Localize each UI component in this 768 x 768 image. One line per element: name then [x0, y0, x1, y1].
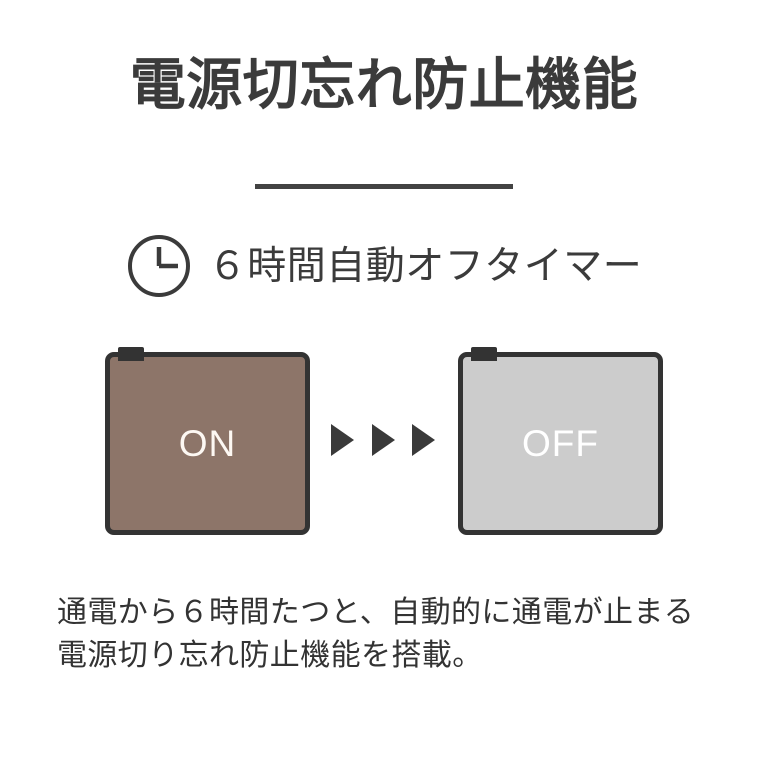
page-title: 電源切忘れ防止機能 — [129, 53, 639, 116]
power-tab-icon — [118, 347, 144, 361]
title-divider — [255, 184, 513, 189]
clock-icon — [127, 235, 190, 297]
device-box-on: ON — [105, 347, 310, 535]
description-line-1: 通電から６時間たつと、自動的に通電が止まる — [57, 596, 695, 629]
transition-arrows — [331, 418, 435, 462]
power-tab-icon — [471, 347, 497, 361]
description-line-2: 電源切り忘れ防止機能を搭載。 — [57, 638, 483, 672]
description-text: 通電から６時間たつと、自動的に通電が止まる 電源切り忘れ防止機能を搭載。 — [57, 592, 757, 677]
device-label-on: ON — [178, 423, 237, 464]
subtitle-label: ６時間自動オフタイマー — [207, 244, 643, 288]
subtitle-row: ６時間自動オフタイマー — [0, 227, 768, 305]
triangle-right-icon — [331, 424, 354, 456]
triangle-right-icon — [371, 424, 395, 456]
device-box-off: OFF — [458, 347, 663, 535]
device-state-illustration: ON OFF — [0, 338, 768, 543]
triangle-right-icon — [412, 424, 435, 456]
device-label-off: OFF — [522, 423, 599, 464]
